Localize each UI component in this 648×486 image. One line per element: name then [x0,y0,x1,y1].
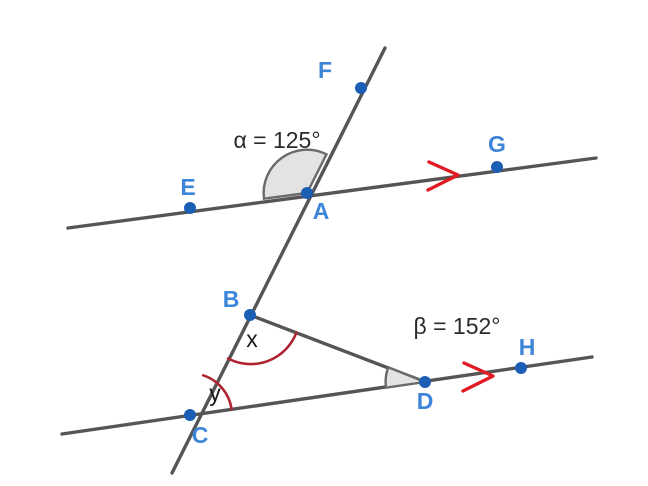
point-E [184,202,196,214]
point-label-E: E [180,174,195,200]
line-FC [170,46,387,475]
angle-labels-group: α = 125° β = 152° x y [209,127,500,406]
point-H [515,362,527,374]
chevron-arrow-icon [461,361,495,393]
point-B [244,309,256,321]
line-EG [66,156,598,230]
point-G [491,161,503,173]
point-labels-group: E A G F B C D H [180,57,535,448]
angle-label-beta: β = 152° [413,313,500,339]
points-group [184,82,527,421]
point-label-B: B [223,286,240,312]
angle-alpha-wedge [262,148,329,201]
point-label-H: H [519,334,536,360]
point-F [355,82,367,94]
angle-x-arc [226,331,298,366]
point-C [184,409,196,421]
line-CH [60,355,594,436]
point-label-C: C [192,422,209,448]
point-label-G: G [488,131,506,157]
chevron-arrow-icon [426,160,460,192]
point-label-F: F [318,57,332,83]
angle-beta-wedge [384,365,430,390]
angle-label-y: y [209,380,221,406]
point-D [419,376,431,388]
point-label-A: A [313,198,330,224]
x-arc-shape [226,331,298,366]
point-A [301,187,313,199]
angle-y-arc [201,374,233,411]
angle-label-x: x [246,326,258,352]
alpha-wedge-shape [262,148,329,201]
point-label-D: D [417,388,434,414]
angle-label-alpha: α = 125° [233,127,320,153]
parallel-marker-top [426,160,460,192]
beta-wedge-shape [384,365,430,390]
parallel-marker-bottom [461,361,495,393]
y-arc-shape [201,374,233,411]
lines-group [60,46,598,475]
